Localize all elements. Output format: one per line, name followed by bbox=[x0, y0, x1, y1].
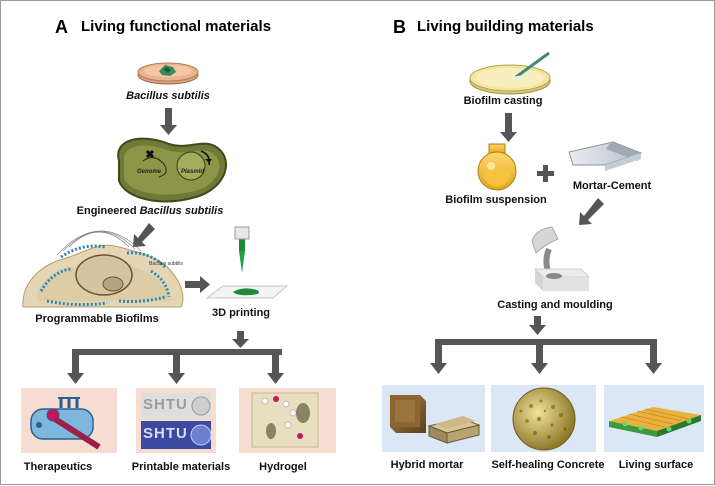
engineered-species: Bacillus subtilis bbox=[139, 205, 224, 217]
organism-label: Bacillus subtilis bbox=[126, 90, 210, 102]
genome-label: Genome bbox=[137, 169, 162, 175]
hybrid-mortar-tile bbox=[382, 385, 485, 452]
panel-b-title: Living building materials bbox=[417, 18, 594, 35]
arrow-right-a bbox=[185, 276, 210, 293]
engineered-prefix: Engineered bbox=[76, 205, 137, 217]
output-therapeutics: Therapeutics bbox=[23, 461, 93, 473]
output-printable: Printable materials bbox=[131, 461, 231, 473]
cement-sack-icon bbox=[568, 141, 643, 171]
biofilm-icon bbox=[22, 230, 184, 308]
panel-a-title: Living functional materials bbox=[81, 18, 272, 35]
output-living-surface: Living surface bbox=[618, 459, 694, 471]
suspension-label: Biofilm suspension bbox=[445, 194, 547, 206]
printable-tile bbox=[136, 388, 216, 453]
output-hydrogel: Hydrogel bbox=[259, 461, 307, 473]
engineered-label: Engineered Bacillus subtilis bbox=[77, 205, 224, 217]
panel-b-letter: B bbox=[393, 17, 406, 37]
casting-dish-icon bbox=[469, 51, 551, 95]
bracket-b bbox=[430, 339, 662, 374]
pour-icon bbox=[531, 226, 591, 291]
petri-dish-icon bbox=[137, 62, 199, 85]
printing-label: 3D printing bbox=[211, 307, 271, 319]
arrow-down-b2 bbox=[529, 316, 546, 335]
biofilm-small-text: Bacillus subtilis bbox=[149, 261, 183, 267]
arrow-diagonal-b bbox=[579, 198, 604, 225]
arrow-down-1 bbox=[160, 108, 177, 135]
hydrogel-tile bbox=[239, 388, 336, 453]
self-healing-tile bbox=[491, 385, 596, 452]
arrow-diagonal-a bbox=[133, 223, 155, 247]
arrow-down-a2 bbox=[232, 331, 249, 348]
bacterium-cell-icon bbox=[117, 137, 227, 203]
flask-icon bbox=[477, 143, 517, 191]
arrow-down-b1 bbox=[500, 113, 517, 142]
casting-label: Biofilm casting bbox=[463, 95, 543, 107]
shtu-logo-bottom: SHTU bbox=[143, 425, 188, 442]
plus-icon bbox=[537, 165, 554, 182]
mortar-label: Mortar-Cement bbox=[572, 180, 652, 192]
moulding-label: Casting and moulding bbox=[497, 299, 613, 311]
bracket-a bbox=[67, 349, 284, 384]
printer-icon bbox=[205, 226, 289, 299]
plasmid-label: Plasmid bbox=[181, 169, 205, 175]
living-surface-tile bbox=[604, 385, 704, 452]
programmable-label: Programmable Biofilms bbox=[35, 313, 159, 325]
panel-a-letter: A bbox=[55, 17, 68, 37]
therapeutics-tile bbox=[21, 388, 117, 453]
output-hybrid-mortar: Hybrid mortar bbox=[390, 459, 464, 471]
shtu-logo-top: SHTU bbox=[143, 396, 188, 413]
output-self-healing: Self-healing Concrete bbox=[491, 459, 605, 471]
